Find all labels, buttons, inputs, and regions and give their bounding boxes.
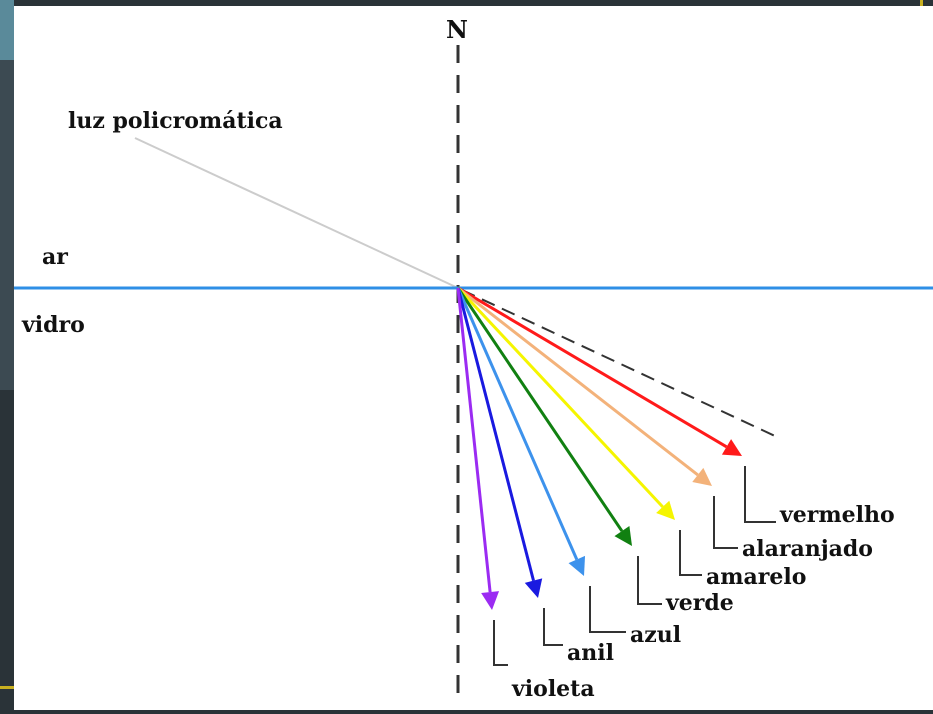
ray-label-leaders	[493, 466, 776, 666]
label-vermelho: vermelho	[779, 502, 895, 528]
ray-azul	[456, 287, 579, 561]
ray-vermelho	[457, 286, 728, 449]
canvas-background	[14, 6, 933, 710]
ray-alaranjado	[457, 286, 699, 477]
left-border-strip	[0, 0, 14, 390]
ray-violeta	[456, 287, 492, 593]
arrowhead-anil	[524, 578, 543, 598]
label-violeta: violeta	[511, 676, 595, 702]
arrowhead-violeta	[481, 591, 500, 610]
arrowhead-vermelho	[721, 439, 742, 456]
medium-bottom-label: vidro	[21, 312, 85, 338]
leader-azul	[589, 586, 626, 633]
label-amarelo: amarelo	[706, 564, 806, 590]
leader-anil	[543, 608, 563, 646]
leader-vermelho	[744, 466, 776, 523]
medium-top-label: ar	[42, 244, 68, 270]
refracted-rays	[456, 286, 742, 610]
arrowhead-verde	[614, 526, 632, 546]
arrowhead-azul	[568, 555, 586, 576]
incident-label: luz policromática	[68, 108, 283, 134]
ray-anil	[456, 287, 535, 581]
leader-alaranjado	[713, 496, 738, 549]
reference-dashed-line	[461, 289, 776, 437]
leader-amarelo	[679, 530, 702, 576]
incident-ray	[134, 137, 459, 289]
label-azul: azul	[630, 622, 681, 648]
left-border-yellow-mark	[0, 686, 14, 689]
arrowhead-amarelo	[656, 500, 675, 520]
leader-verde	[637, 556, 662, 605]
arrowhead-alaranjado	[692, 467, 712, 486]
ray-amarelo	[456, 286, 664, 508]
label-alaranjado: alaranjado	[742, 536, 873, 562]
label-anil: anil	[567, 640, 614, 666]
normal-label: N	[446, 15, 468, 44]
ray-verde	[456, 287, 624, 532]
left-border-accent	[0, 0, 14, 60]
leader-violeta	[493, 620, 508, 666]
label-verde: verde	[665, 590, 734, 616]
